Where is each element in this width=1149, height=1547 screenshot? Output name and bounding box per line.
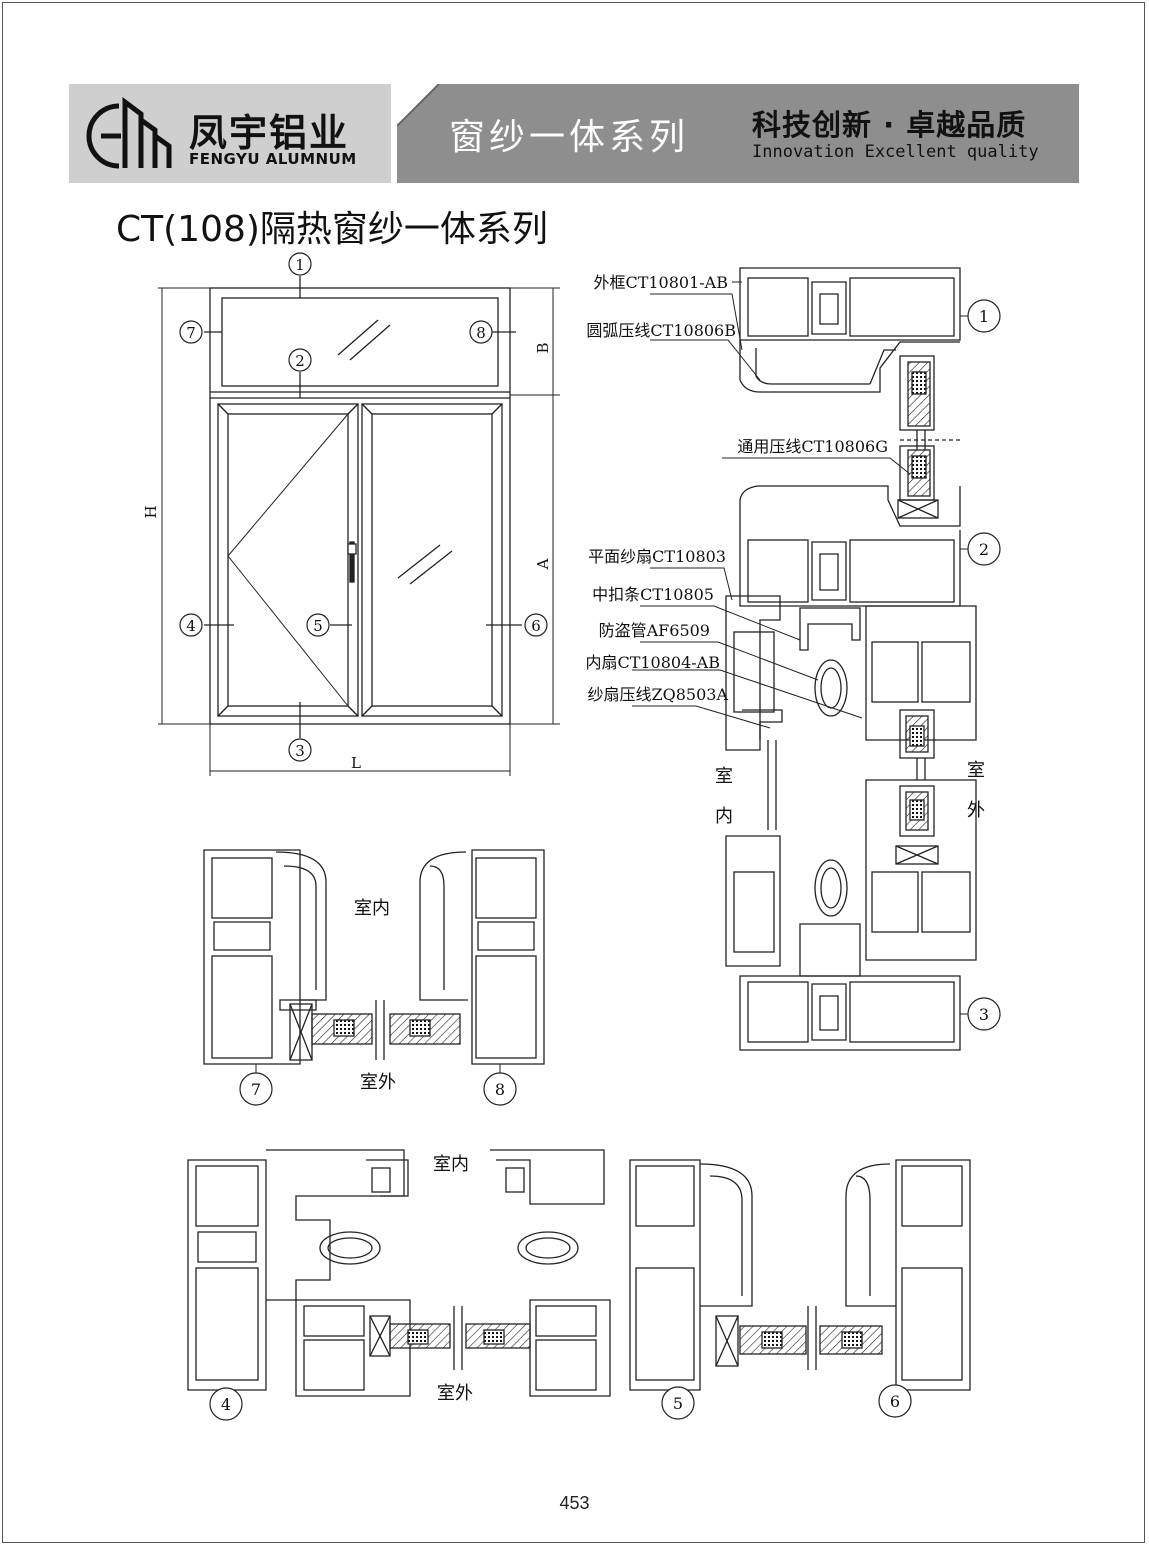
brand-name-en: FENGYU ALUMNUM: [189, 150, 357, 168]
room-label-outdoor-456: 室外: [437, 1383, 473, 1404]
slogan-en: Innovation Excellent quality: [752, 142, 1039, 162]
label-general-bead: 通用压线CT10806G: [737, 437, 888, 456]
callout-8-detail: 8: [495, 1080, 505, 1099]
label-middle-strip: 中扣条CT10805: [592, 585, 714, 604]
callout-1: 1: [295, 256, 305, 274]
section-callouts: [967, 299, 1001, 1031]
dim-lower-label: A: [534, 558, 552, 570]
callout-7-detail: 7: [251, 1080, 261, 1099]
section-7-8-callouts: [239, 1072, 517, 1106]
callout-6-detail: 6: [890, 1392, 900, 1411]
section-callout-1: 1: [979, 307, 989, 326]
room-label-nei: 内: [715, 806, 733, 827]
callout-2: 2: [295, 352, 305, 370]
section-callout-3: 3: [979, 1005, 989, 1024]
room-label-indoor-78: 室内: [354, 898, 390, 919]
callout-3: 3: [295, 742, 305, 760]
callout-4-detail: 4: [221, 1395, 231, 1414]
label-flat-screen-sash: 平面纱扇CT10803: [588, 547, 726, 566]
callout-6: 6: [531, 617, 541, 635]
page-title: CT(108)隔热窗纱一体系列: [116, 209, 548, 250]
dim-upper-label: B: [534, 342, 552, 353]
fengyu-logo-icon: [86, 97, 172, 169]
room-label-wai: 外: [967, 800, 985, 821]
slogan-cn: 科技创新 · 卓越品质: [752, 108, 1027, 142]
room-label-indoor-456: 室内: [433, 1154, 469, 1175]
dim-width-label: L: [351, 754, 361, 772]
label-outer-frame: 外框CT10801-AB: [593, 273, 728, 292]
logo-panel: 凤宇铝业 FENGYU ALUMNUM: [69, 84, 391, 183]
callout-7: 7: [186, 324, 196, 342]
series-title: 窗纱一体系列: [449, 117, 690, 158]
vertical-section: [632, 267, 977, 1051]
window-elevation: [158, 276, 560, 776]
room-label-outdoor-78: 室外: [360, 1072, 396, 1093]
callout-5-detail: 5: [673, 1394, 683, 1413]
callout-5: 5: [313, 617, 323, 635]
dim-height-label: H: [142, 505, 160, 518]
elevation-callouts: [179, 252, 548, 762]
callout-8: 8: [476, 324, 486, 342]
header-banner: 凤宇铝业 FENGYU ALUMNUM 窗纱一体系列 科技创新 · 卓越品质 I…: [69, 84, 1079, 183]
label-antitheft-tube: 防盗管AF6509: [599, 621, 710, 640]
section-7-8: [203, 849, 545, 1078]
callout-4: 4: [186, 617, 196, 635]
room-label-shi-right: 室: [967, 760, 985, 781]
section-callout-2: 2: [979, 540, 989, 559]
label-screen-bead: 纱扇压线ZQ8503A: [587, 685, 728, 704]
section-4-5-6: [187, 1149, 971, 1397]
label-arc-bead: 圆弧压线CT10806B: [586, 321, 736, 340]
section-4-5-6-callouts: [209, 1384, 912, 1421]
room-label-shi-left: 室: [715, 766, 733, 787]
page-number: 453: [559, 1493, 590, 1513]
series-panel: [397, 84, 1079, 183]
label-inner-sash: 内扇CT10804-AB: [585, 653, 720, 672]
brand-name-cn: 凤宇铝业: [189, 111, 350, 155]
